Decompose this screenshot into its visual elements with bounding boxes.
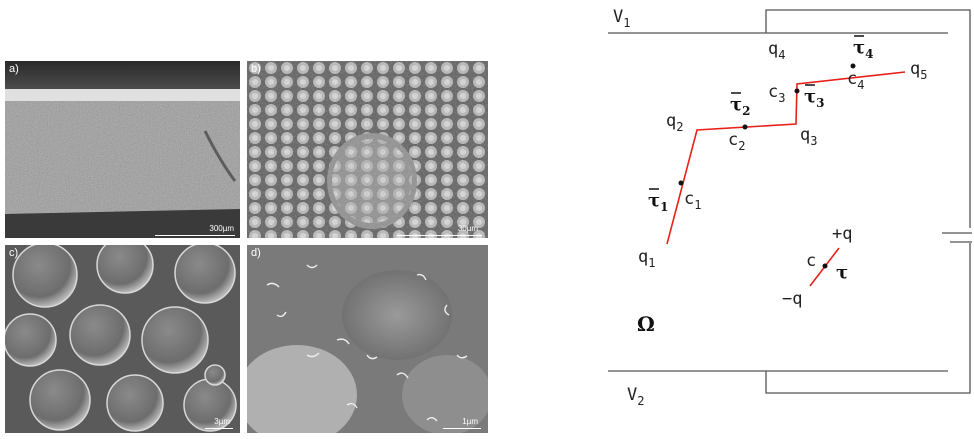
circuit-wires — [608, 9, 972, 394]
scale-label-a: 300µm — [209, 224, 234, 233]
dipole-minus-label: −q — [782, 289, 802, 309]
center-c4: c4 — [847, 69, 864, 92]
center-points — [678, 63, 856, 269]
center-c2: c2 — [728, 130, 745, 153]
tau-3: τ3 — [804, 86, 824, 110]
panel-label-a: a) — [9, 63, 19, 75]
panel-label-d: d) — [251, 247, 261, 259]
point-q4: q4 — [768, 39, 785, 62]
dipole-tau: τ — [836, 262, 848, 283]
scale-label-b: 30µm — [457, 224, 478, 233]
micrograph-d-image — [247, 245, 488, 433]
center-c1: c1 — [684, 189, 701, 212]
point-q3: q3 — [800, 125, 817, 148]
micrograph-c-image — [5, 245, 240, 433]
dipole-plus-label: +q — [832, 224, 852, 244]
panel-label-c: c) — [9, 247, 19, 259]
micrograph-a: a) 300µm — [5, 61, 240, 238]
tau-2: τ2 — [730, 94, 750, 118]
scale-label-c: 3µm — [214, 417, 230, 426]
scale-bar-d — [443, 428, 481, 429]
micrograph-b-image — [247, 61, 488, 238]
micrograph-c: c) 3µm — [5, 245, 240, 433]
tau-overbars — [649, 35, 864, 190]
panel-label-b: b) — [251, 63, 261, 75]
scale-bar-b — [397, 235, 482, 236]
point-q2: q2 — [666, 111, 683, 134]
scale-label-d: 1µm — [462, 417, 478, 426]
voltage-v1: V1 — [613, 7, 630, 30]
tau-4: τ4 — [853, 37, 873, 61]
voltage-v2: V2 — [627, 385, 644, 408]
micrograph-b: b) 30µm — [247, 61, 488, 238]
point-q1: q1 — [638, 247, 655, 270]
point-q5: q5 — [910, 59, 927, 82]
center-c3: c3 — [768, 82, 785, 105]
tau-1: τ1 — [648, 190, 668, 214]
scale-bar-c — [205, 428, 233, 429]
domain-omega: Ω — [637, 312, 655, 336]
micrograph-d: d) 1µm — [247, 245, 488, 433]
charge-path — [666, 71, 906, 245]
dipole-center-label: c — [806, 251, 816, 271]
micrograph-a-image — [5, 61, 240, 238]
scale-bar-a — [155, 235, 235, 236]
